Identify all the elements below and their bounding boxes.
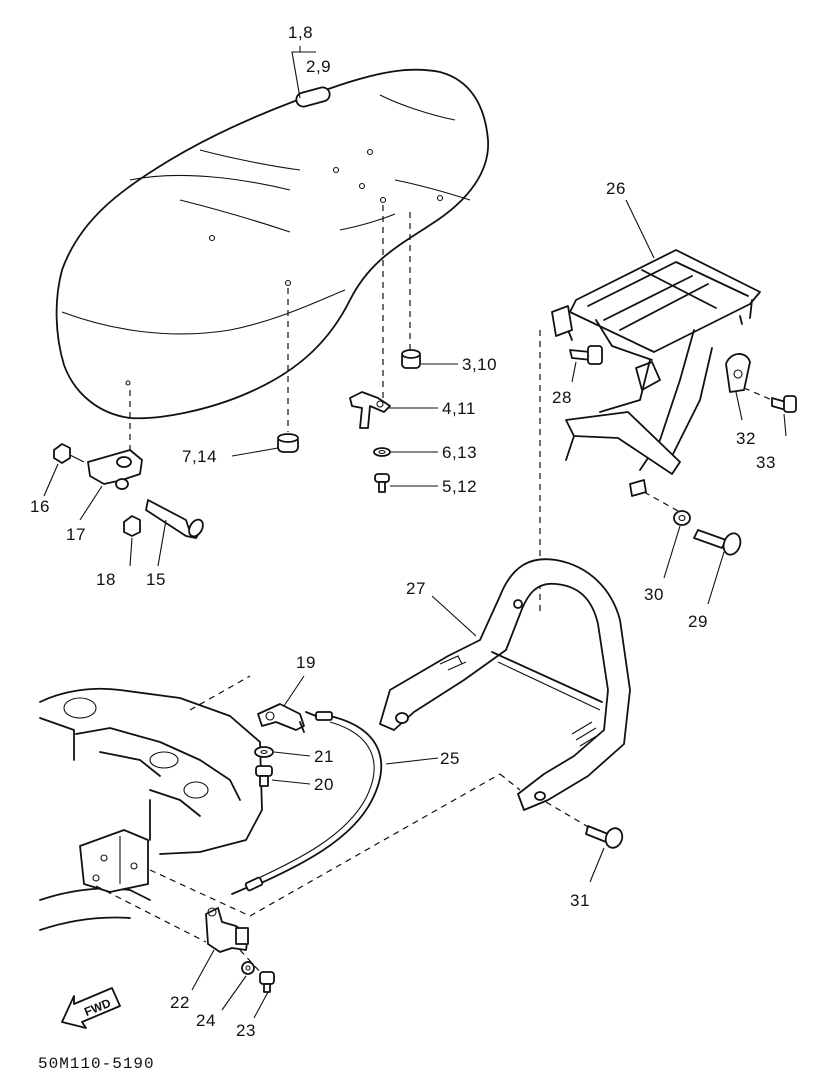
label-7-14: 7,14 xyxy=(182,447,217,466)
label-25: 25 xyxy=(440,749,460,768)
part-screw-20 xyxy=(255,765,273,787)
part-washer-30 xyxy=(673,510,691,526)
frame-section xyxy=(39,687,263,931)
label-19: 19 xyxy=(296,653,316,672)
label-33: 33 xyxy=(756,453,776,472)
part-seat-lock-cable-25 xyxy=(231,711,383,895)
part-cable-bracket-22 xyxy=(205,907,249,953)
part-nut-18 xyxy=(123,515,141,537)
part-screw-5 xyxy=(374,473,390,493)
part-bolt-33 xyxy=(771,395,797,413)
label-28: 28 xyxy=(552,388,572,407)
label-21: 21 xyxy=(314,747,334,766)
part-washer-21 xyxy=(254,746,274,758)
label-3-10: 3,10 xyxy=(462,355,497,374)
label-23: 23 xyxy=(236,1021,256,1040)
part-bolt-29 xyxy=(693,529,742,556)
part-grab-bar-27 xyxy=(379,558,631,811)
part-seat-hinge-17 xyxy=(87,449,143,490)
label-26: 26 xyxy=(606,179,626,198)
part-luggage-rack-26 xyxy=(551,249,761,497)
part-seat-bracket-4 xyxy=(349,391,391,429)
forward-direction-arrow: FWD xyxy=(61,987,121,1029)
label-18: 18 xyxy=(96,570,116,589)
label-2-9: 2,9 xyxy=(306,57,331,76)
label-6-13: 6,13 xyxy=(442,443,477,462)
label-4-11: 4,11 xyxy=(442,399,476,418)
seat xyxy=(55,68,489,420)
part-nut-16 xyxy=(53,443,71,464)
label-1-8: 1,8 xyxy=(288,23,313,42)
part-washer-24 xyxy=(241,961,255,975)
label-31: 31 xyxy=(570,891,590,910)
part-rubber-damper-7 xyxy=(277,433,299,453)
label-5-12: 5,12 xyxy=(442,477,477,496)
part-bolt-23 xyxy=(259,971,275,993)
part-washer-6 xyxy=(373,447,391,457)
label-20: 20 xyxy=(314,775,334,794)
label-17: 17 xyxy=(66,525,86,544)
part-bolt-28 xyxy=(569,345,603,365)
label-15: 15 xyxy=(146,570,166,589)
label-16: 16 xyxy=(30,497,50,516)
part-rubber-damper-3 xyxy=(401,349,421,369)
part-clamp-32 xyxy=(725,353,751,393)
part-bolt-15 xyxy=(145,499,204,539)
label-32: 32 xyxy=(736,429,756,448)
label-29: 29 xyxy=(688,612,708,631)
label-24: 24 xyxy=(196,1011,216,1030)
label-27: 27 xyxy=(406,579,426,598)
label-30: 30 xyxy=(644,585,664,604)
part-seat-lock-19 xyxy=(257,703,305,733)
diagram-code: 50M110-5190 xyxy=(38,1055,155,1073)
part-bolt-31 xyxy=(585,825,624,849)
label-22: 22 xyxy=(170,993,190,1012)
